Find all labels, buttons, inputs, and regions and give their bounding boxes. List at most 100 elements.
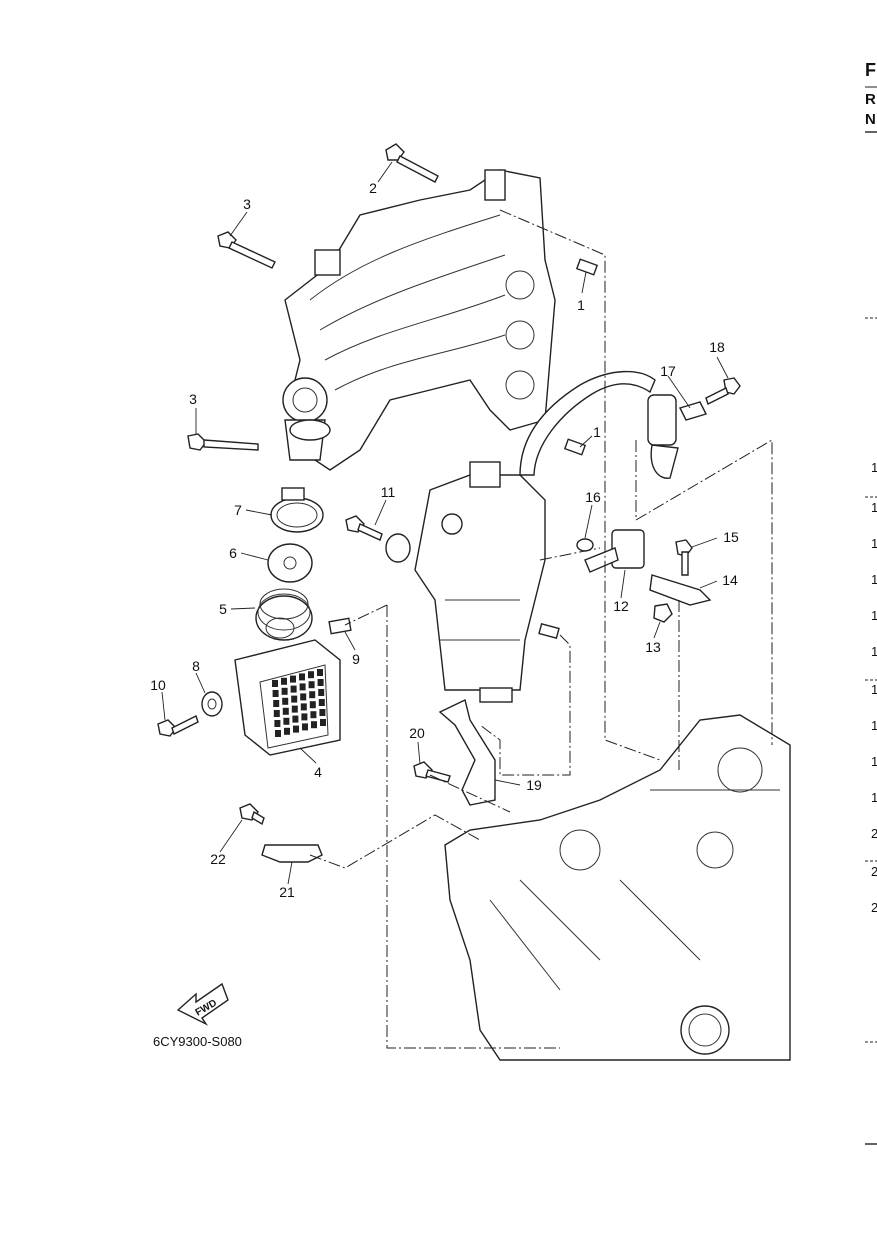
bolt-15 bbox=[675, 539, 693, 576]
intake-manifold bbox=[282, 169, 556, 471]
callout-1-lower: 1 bbox=[593, 424, 601, 440]
nut-13 bbox=[653, 603, 673, 623]
bolt-22 bbox=[239, 803, 265, 826]
silencer-4 bbox=[234, 639, 341, 756]
silencer-grille-cell bbox=[273, 700, 280, 707]
silencer-grille-cell bbox=[317, 669, 323, 676]
guide-lines bbox=[309, 209, 773, 1049]
silencer-grille-cell bbox=[284, 727, 290, 735]
collar-9 bbox=[328, 617, 352, 635]
edge-row-1: 1 bbox=[871, 460, 877, 475]
edge-row-13: 2 bbox=[871, 900, 877, 915]
bolt-3-upper bbox=[217, 231, 276, 269]
callout-2: 2 bbox=[369, 180, 377, 196]
callout-16: 16 bbox=[585, 489, 601, 505]
leader-lines bbox=[161, 161, 729, 885]
callout-3-lower: 3 bbox=[189, 391, 197, 407]
vapor-separator bbox=[414, 461, 546, 703]
silencer-grille-cell bbox=[311, 721, 317, 729]
hose bbox=[519, 370, 656, 476]
edge-row-2: 1 bbox=[871, 500, 877, 515]
bolt-3-lower bbox=[187, 433, 259, 451]
silencer-grille-cell bbox=[308, 671, 314, 679]
collar-separator bbox=[538, 622, 560, 640]
silencer-grille-cell bbox=[318, 699, 325, 706]
callout-17: 17 bbox=[660, 363, 676, 379]
bolt-11 bbox=[345, 515, 383, 541]
callout-22: 22 bbox=[210, 851, 226, 867]
bolt-2 bbox=[385, 143, 439, 183]
silencer-grille-cell bbox=[274, 720, 281, 727]
callout-13: 13 bbox=[645, 639, 661, 655]
bolt-20 bbox=[413, 761, 451, 783]
callout-numbers: 1 1 2 3 3 4 5 6 7 8 9 10 11 12 13 14 15 … bbox=[150, 180, 739, 900]
edge-row-11: 2 bbox=[871, 826, 877, 841]
grommet-8 bbox=[201, 691, 223, 717]
silencer-grille-cell bbox=[282, 707, 289, 715]
silencer-grille-cell bbox=[309, 701, 316, 709]
callout-9: 9 bbox=[352, 651, 360, 667]
edge-row-10: 1 bbox=[871, 790, 877, 805]
silencer-grille-cell bbox=[293, 725, 299, 733]
callout-14: 14 bbox=[722, 572, 738, 588]
callout-12: 12 bbox=[613, 598, 629, 614]
edge-row-4: 1 bbox=[871, 572, 877, 587]
callout-19: 19 bbox=[526, 777, 542, 793]
callout-6: 6 bbox=[229, 545, 237, 561]
callout-3-upper: 3 bbox=[243, 196, 251, 212]
edge-row-3: 1 bbox=[871, 536, 877, 551]
dowel-pin-1-lower bbox=[563, 438, 587, 456]
silencer-grille-cell bbox=[272, 690, 279, 697]
silencer-grille-cell bbox=[310, 711, 317, 719]
edge-row-5: 1 bbox=[871, 608, 877, 623]
silencer-grille-cell bbox=[290, 675, 296, 683]
valve-17 bbox=[647, 394, 707, 479]
edge-row-9: 1 bbox=[871, 754, 877, 769]
bolt-18 bbox=[705, 377, 741, 405]
silencer-grille-cell bbox=[282, 697, 289, 705]
solenoid-12 bbox=[584, 529, 645, 573]
silencer-grille-cell bbox=[320, 719, 326, 726]
edge-row-7: 1 bbox=[871, 682, 877, 697]
silencer-grille-cell bbox=[273, 710, 280, 717]
silencer-grille-cell bbox=[318, 689, 325, 696]
silencer-grille-cell bbox=[299, 683, 306, 691]
gasket-6 bbox=[267, 543, 313, 583]
cylinder-block bbox=[444, 714, 791, 1061]
silencer-grille-cell bbox=[290, 685, 297, 693]
callout-4: 4 bbox=[314, 764, 322, 780]
silencer-grille-cell bbox=[283, 717, 290, 725]
bracket-14 bbox=[649, 574, 712, 606]
clip-16 bbox=[576, 538, 594, 552]
edge-row-6: 1 bbox=[871, 644, 877, 659]
callout-11: 11 bbox=[381, 484, 396, 500]
fwd-arrow-icon: FWD bbox=[176, 982, 229, 1026]
bracket-19 bbox=[438, 698, 496, 806]
bolt-10 bbox=[157, 715, 199, 737]
silencer-grille-cell bbox=[299, 673, 305, 681]
edge-header-letter-1: F bbox=[865, 60, 876, 80]
silencer-grille-cell bbox=[317, 679, 324, 686]
silencer-grille-cell bbox=[319, 709, 326, 716]
callout-8: 8 bbox=[192, 658, 200, 674]
silencer-grille-cell bbox=[301, 713, 308, 721]
callout-20: 20 bbox=[409, 725, 425, 741]
edge-row-12: 2 bbox=[871, 864, 877, 879]
silencer-grille-cell bbox=[308, 681, 315, 689]
edge-header-letter-2: R bbox=[865, 91, 876, 108]
clamp-7 bbox=[270, 487, 324, 533]
callout-15: 15 bbox=[723, 529, 739, 545]
callout-1-upper: 1 bbox=[577, 297, 585, 313]
silencer-grille-cell bbox=[281, 687, 288, 695]
silencer-grille-cell bbox=[300, 693, 307, 701]
silencer-grille-cell bbox=[300, 703, 307, 711]
grommet-11 bbox=[385, 533, 411, 563]
callout-21: 21 bbox=[279, 884, 295, 900]
silencer-grille-cell bbox=[291, 705, 298, 713]
silencer-grille-cell bbox=[281, 677, 287, 685]
callout-7: 7 bbox=[234, 502, 242, 518]
silencer-grille-cell bbox=[292, 715, 299, 723]
silencer-grille-cell bbox=[275, 730, 281, 737]
silencer-grille-cell bbox=[291, 695, 298, 703]
bracket-21 bbox=[261, 844, 323, 863]
